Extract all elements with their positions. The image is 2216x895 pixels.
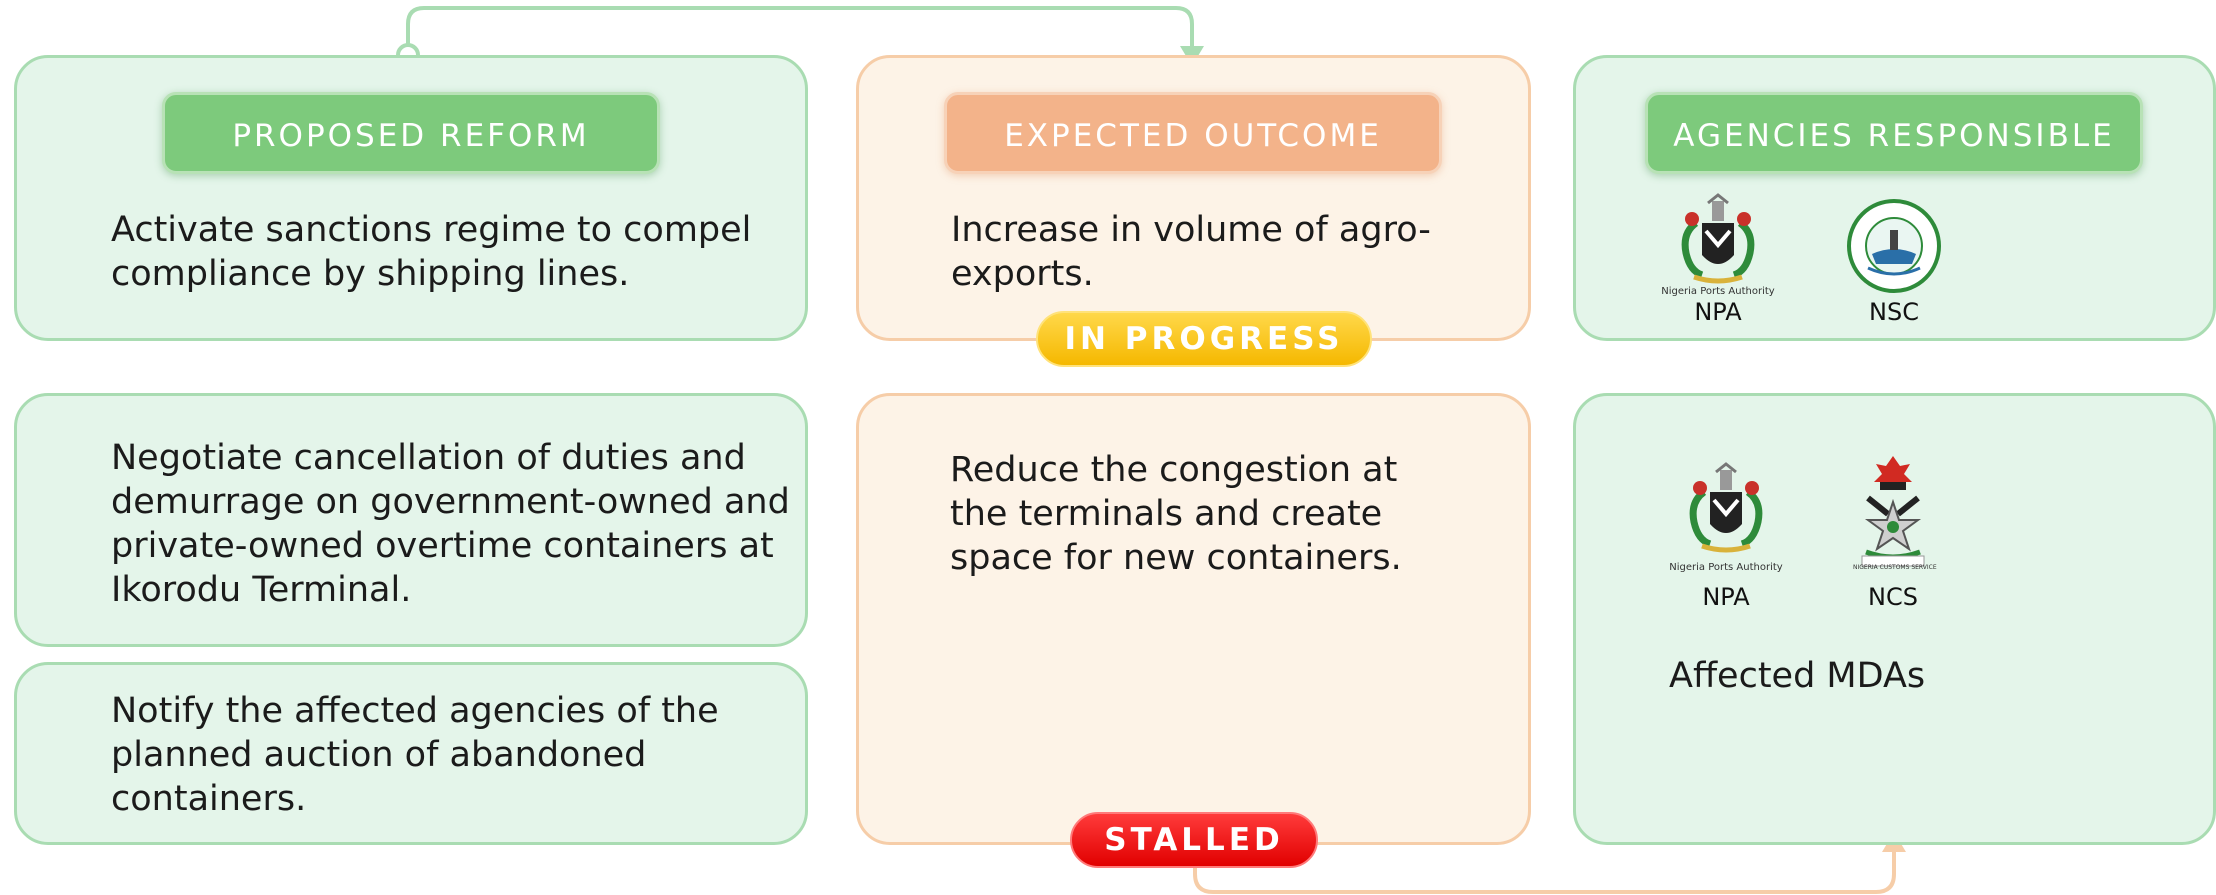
- reform-text-2: Negotiate cancellation of duties and dem…: [111, 438, 790, 610]
- npa-crest-icon: [1689, 462, 1763, 553]
- npa-label-2: NPA: [1702, 583, 1750, 611]
- agencies-responsible-header: AGENCIES RESPONSIBLE: [1645, 92, 2143, 174]
- ncs-emblem-icon: [1861, 456, 1925, 567]
- ncs-caption: NIGERIA CUSTOMS SERVICE: [1853, 564, 1937, 571]
- nsc-seal-icon: [1847, 199, 1941, 293]
- reform-text-3: Notify the affected agencies of the plan…: [111, 691, 719, 819]
- outcome-card-2: Reduce the congestion at the terminals a…: [856, 393, 1531, 845]
- top-connector-line: [406, 6, 1194, 55]
- bottom-connector-line: [1193, 844, 1896, 894]
- status-badge-stalled: STALLED: [1070, 812, 1318, 868]
- proposed-reform-header: PROPOSED REFORM: [162, 92, 660, 174]
- affected-mdas-note: Affected MDAs: [1669, 656, 1926, 696]
- npa-crest-icon: [1681, 193, 1755, 284]
- nsc-label: NSC: [1869, 298, 1919, 326]
- reform-text-1: Activate sanctions regime to compel comp…: [111, 210, 752, 294]
- status-badge-in-progress: IN PROGRESS: [1036, 311, 1372, 367]
- reform-card-2: Negotiate cancellation of duties and dem…: [14, 393, 808, 647]
- ncs-label: NCS: [1868, 583, 1918, 611]
- reform-card-1: Activate sanctions regime to compel comp…: [14, 55, 808, 341]
- reform-card-3: Notify the affected agencies of the plan…: [14, 662, 808, 845]
- npa-caption-1: Nigeria Ports Authority: [1661, 286, 1775, 297]
- npa-caption-2: Nigeria Ports Authority: [1669, 562, 1783, 573]
- npa-label-1: NPA: [1694, 298, 1742, 326]
- expected-outcome-header: EXPECTED OUTCOME: [944, 92, 1442, 174]
- outcome-text-2: Reduce the congestion at the terminals a…: [950, 450, 1402, 578]
- outcome-text-1: Increase in volume of agro- exports.: [951, 210, 1431, 294]
